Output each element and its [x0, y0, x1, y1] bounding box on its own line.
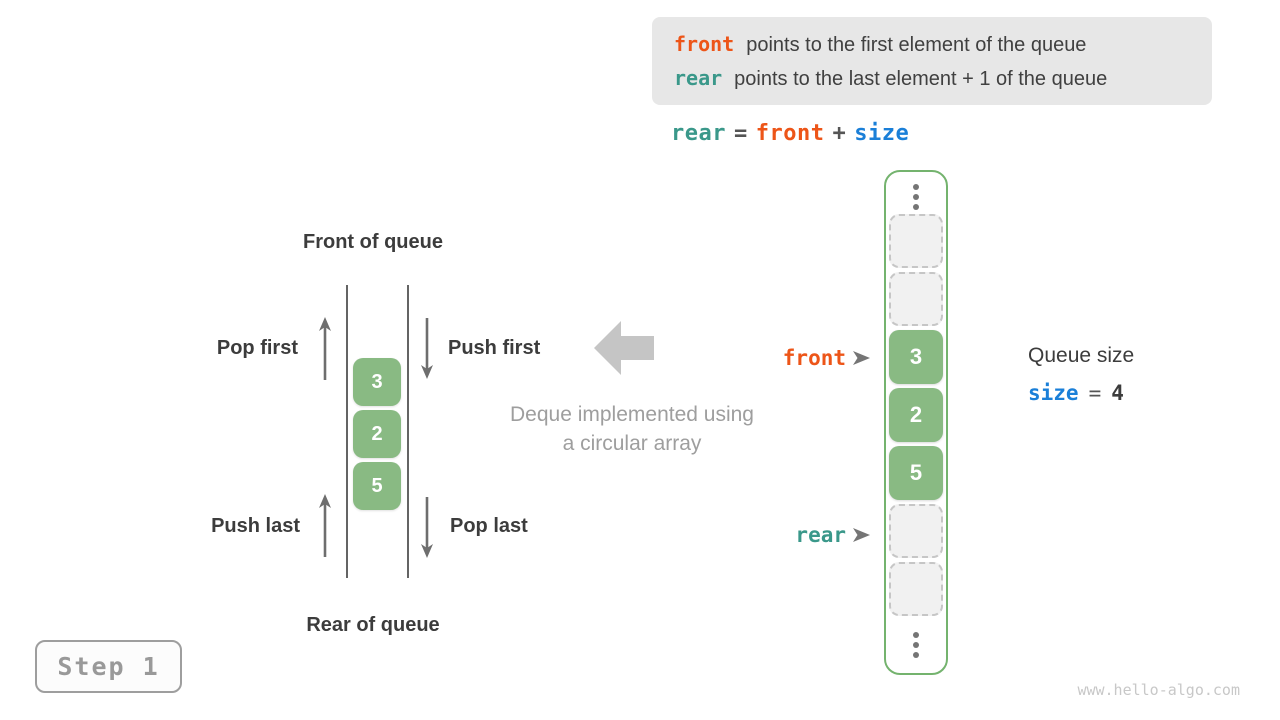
rear-pointer-label: rear [795, 523, 846, 547]
front-pointer: front [660, 344, 870, 372]
rear-keyword: rear [674, 66, 723, 90]
pop-last-down-arrow-icon [421, 497, 433, 558]
ellipsis-top-icon [886, 184, 946, 210]
front-of-queue-label: Front of queue [303, 231, 443, 253]
front-description: points to the first element of the queue [746, 34, 1087, 56]
caption-line-2: a circular array [562, 432, 702, 455]
queue-size-title: Queue size [1028, 344, 1135, 367]
pop-first-up-arrow-icon [319, 317, 331, 380]
step-badge: Step 1 [35, 640, 182, 693]
size-equals: = [1088, 381, 1102, 405]
front-pointer-arrow-icon [853, 351, 870, 365]
rear-formula: rear = front + size [671, 121, 909, 146]
formula-size: size [854, 121, 910, 146]
info-line-rear: rear points to the last element + 1 of th… [674, 62, 1212, 96]
array-cell-filled: 2 [889, 388, 943, 442]
array-cell-empty [889, 214, 943, 268]
queue-channel-right-line [407, 285, 409, 578]
info-line-front: front points to the first element of the … [674, 28, 1212, 62]
push-last-up-arrow-icon [319, 494, 331, 557]
formula-plus: + [832, 121, 847, 146]
formula-rear: rear [671, 121, 726, 146]
formula-equals: = [733, 121, 748, 146]
watermark: www.hello-algo.com [1077, 681, 1240, 699]
front-keyword: front [674, 32, 735, 56]
pop-first-label: Pop first [216, 337, 298, 359]
queue-size-value-line: size = 4 [1028, 381, 1124, 406]
formula-front: front [755, 121, 825, 146]
array-cell-filled: 3 [889, 330, 943, 384]
array-cell-empty [889, 562, 943, 616]
center-caption: Deque implemented using a circular array [472, 400, 792, 458]
queue-cell: 2 [353, 410, 401, 458]
queue-cell: 5 [353, 462, 401, 510]
push-last-label: Push last [211, 515, 300, 537]
queue-cell: 3 [353, 358, 401, 406]
pop-last-label: Pop last [450, 515, 528, 537]
array-cell-empty [889, 272, 943, 326]
caption-line-1: Deque implemented using [510, 403, 754, 426]
front-pointer-label: front [782, 346, 846, 370]
array-cell-filled: 5 [889, 446, 943, 500]
rear-pointer: rear [660, 521, 870, 549]
queue-channel-left-line [346, 285, 348, 578]
ellipsis-bottom-icon [886, 632, 946, 658]
array-cell-empty [889, 504, 943, 558]
rear-description: points to the last element + 1 of the qu… [734, 68, 1108, 90]
push-first-label: Push first [448, 337, 541, 359]
size-variable: size [1028, 381, 1079, 405]
pointer-info-box: front points to the first element of the … [652, 17, 1212, 105]
size-value: 4 [1111, 381, 1124, 405]
rear-pointer-arrow-icon [853, 528, 870, 542]
push-first-down-arrow-icon [421, 318, 433, 379]
big-left-arrow-icon [594, 321, 654, 375]
rear-of-queue-label: Rear of queue [306, 614, 440, 636]
